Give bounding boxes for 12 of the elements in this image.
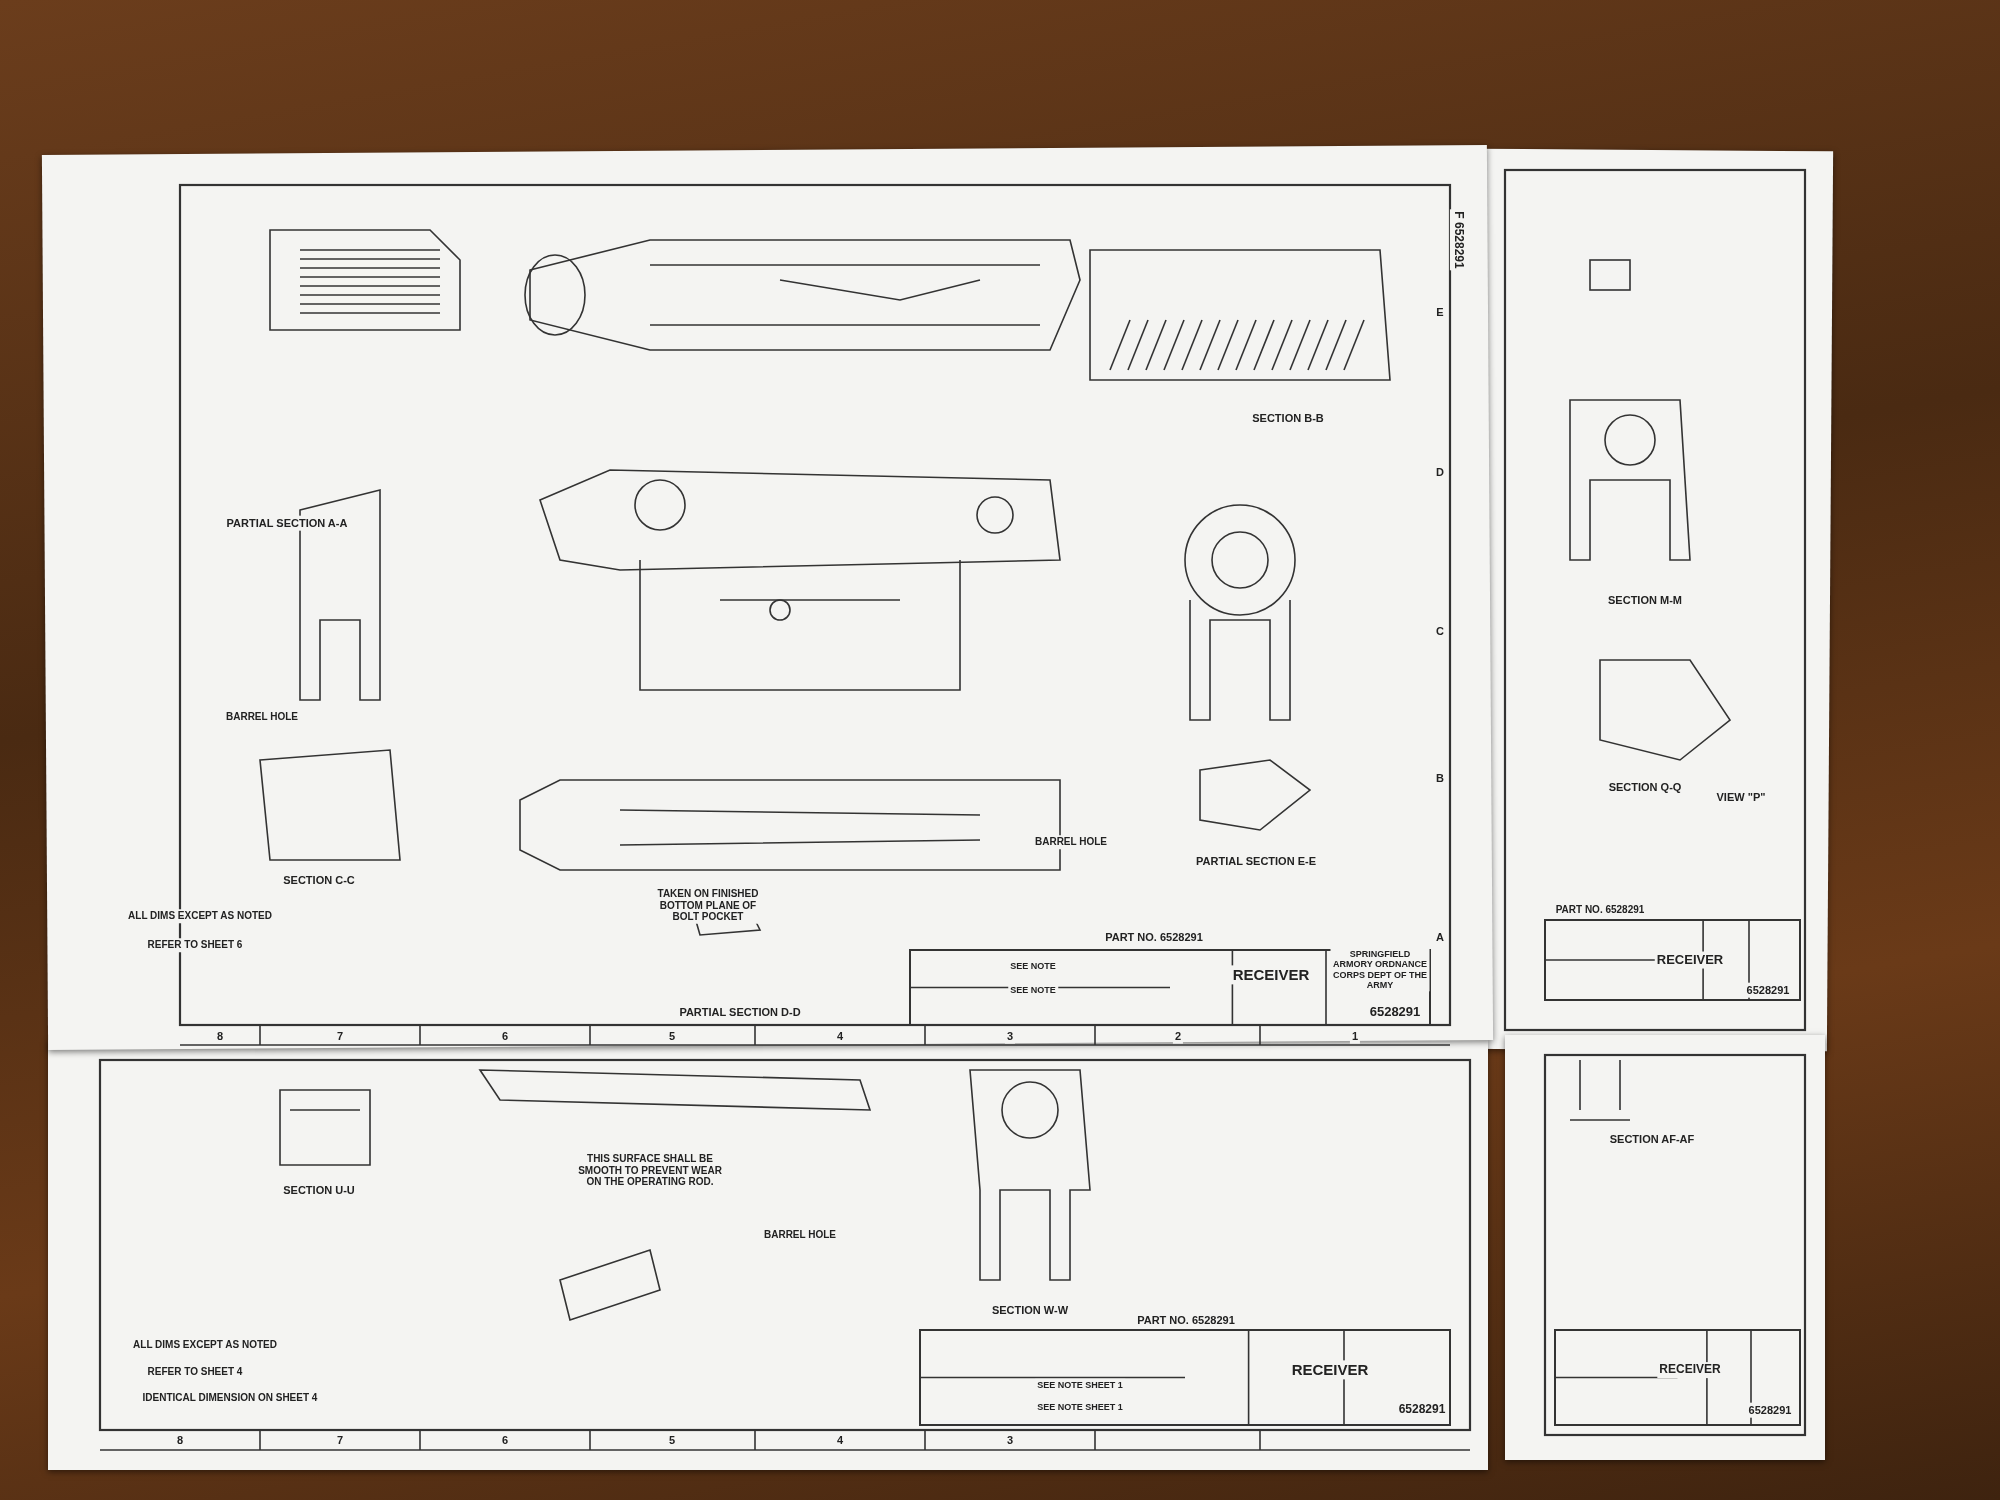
drawing-number: 6528291 [1746,1402,1794,1418]
title-text: RECEIVER [1230,965,1312,985]
drawing-number: 6528291 [1744,982,1792,998]
section-caption: PARTIAL SECTION A-A [224,515,350,531]
drawing-number: F 6528291 [1450,209,1466,271]
title-text: RECEIVER [1657,1362,1723,1378]
note-text: BARREL HOLE [1033,835,1109,849]
note-text: REFER TO SHEET 6 [145,938,245,952]
organization-text: SPRINGFIELD ARMORY ORDNANCE CORPS DEPT OF THE ARMY [1330,948,1430,992]
title-text: RECEIVER [1654,951,1726,969]
note-text: ALL DIMS EXCEPT AS NOTED [126,909,274,923]
title-text: RECEIVER [1289,1360,1371,1380]
